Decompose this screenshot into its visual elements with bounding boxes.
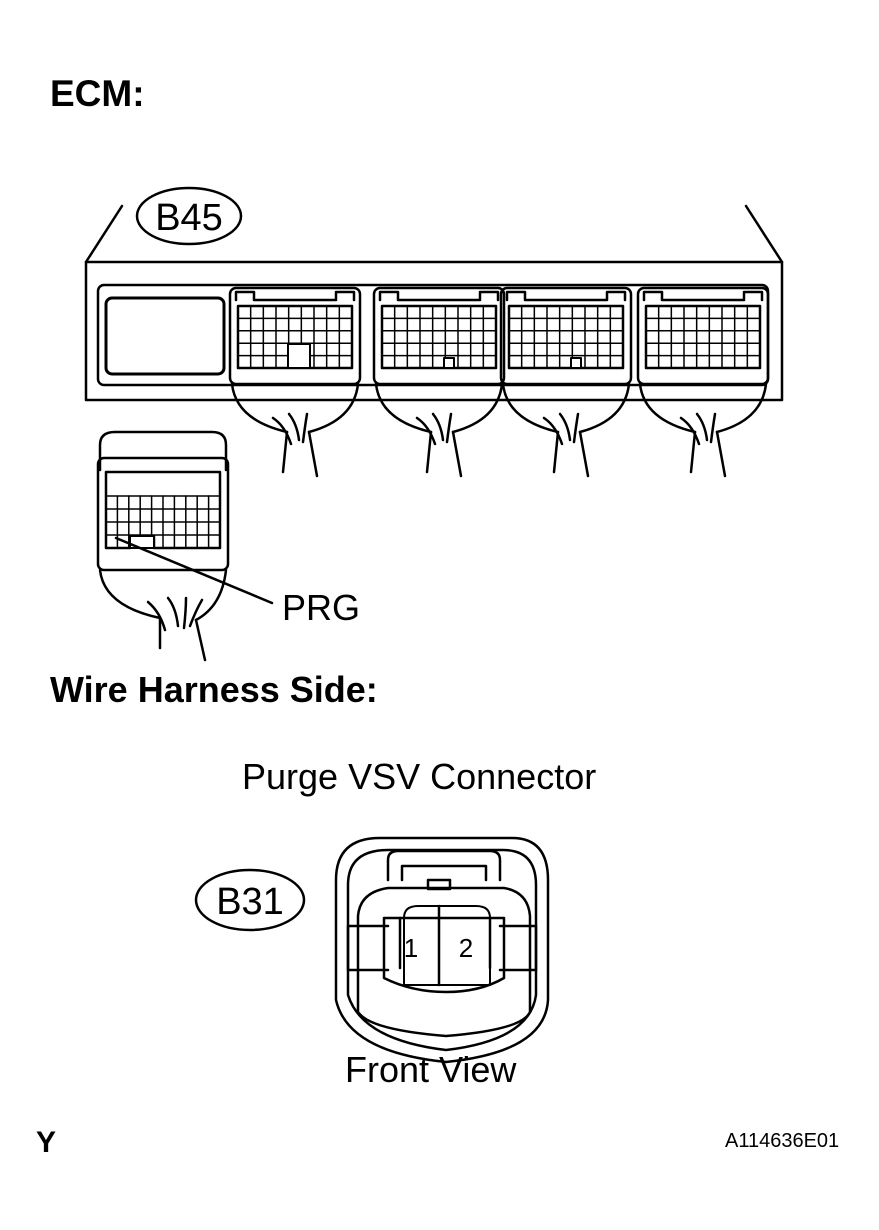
footer-left-code: Y xyxy=(36,1126,57,1159)
ecm-connector-block xyxy=(636,286,770,478)
vsv-connector-callout: B31 xyxy=(194,868,306,932)
ecm-connector-block xyxy=(372,286,506,478)
pin-2-label: 2 xyxy=(459,933,473,963)
ecm-connector-callout: B45 xyxy=(135,186,243,246)
prg-pin-label: PRG xyxy=(282,587,361,628)
figure-code: A114636E01 xyxy=(725,1130,840,1152)
prg-leader-line xyxy=(114,536,274,605)
ecm-connector-blocks xyxy=(228,286,770,478)
pin-1-label: 1 xyxy=(404,933,418,963)
purge-vsv-connector: 1 2 xyxy=(334,836,550,1064)
vsv-connector-code: B31 xyxy=(216,881,284,923)
wire-harness-side-heading: Wire Harness Side: xyxy=(50,669,378,710)
front-view-label: Front View xyxy=(345,1049,517,1090)
purge-vsv-title: Purge VSV Connector xyxy=(242,756,597,797)
ecm-connector-block xyxy=(228,286,362,478)
ecm-connector-block xyxy=(499,286,633,478)
ecm-connector-code: B45 xyxy=(155,197,223,239)
ecm-heading: ECM: xyxy=(50,73,145,114)
harness-connector xyxy=(96,430,230,662)
